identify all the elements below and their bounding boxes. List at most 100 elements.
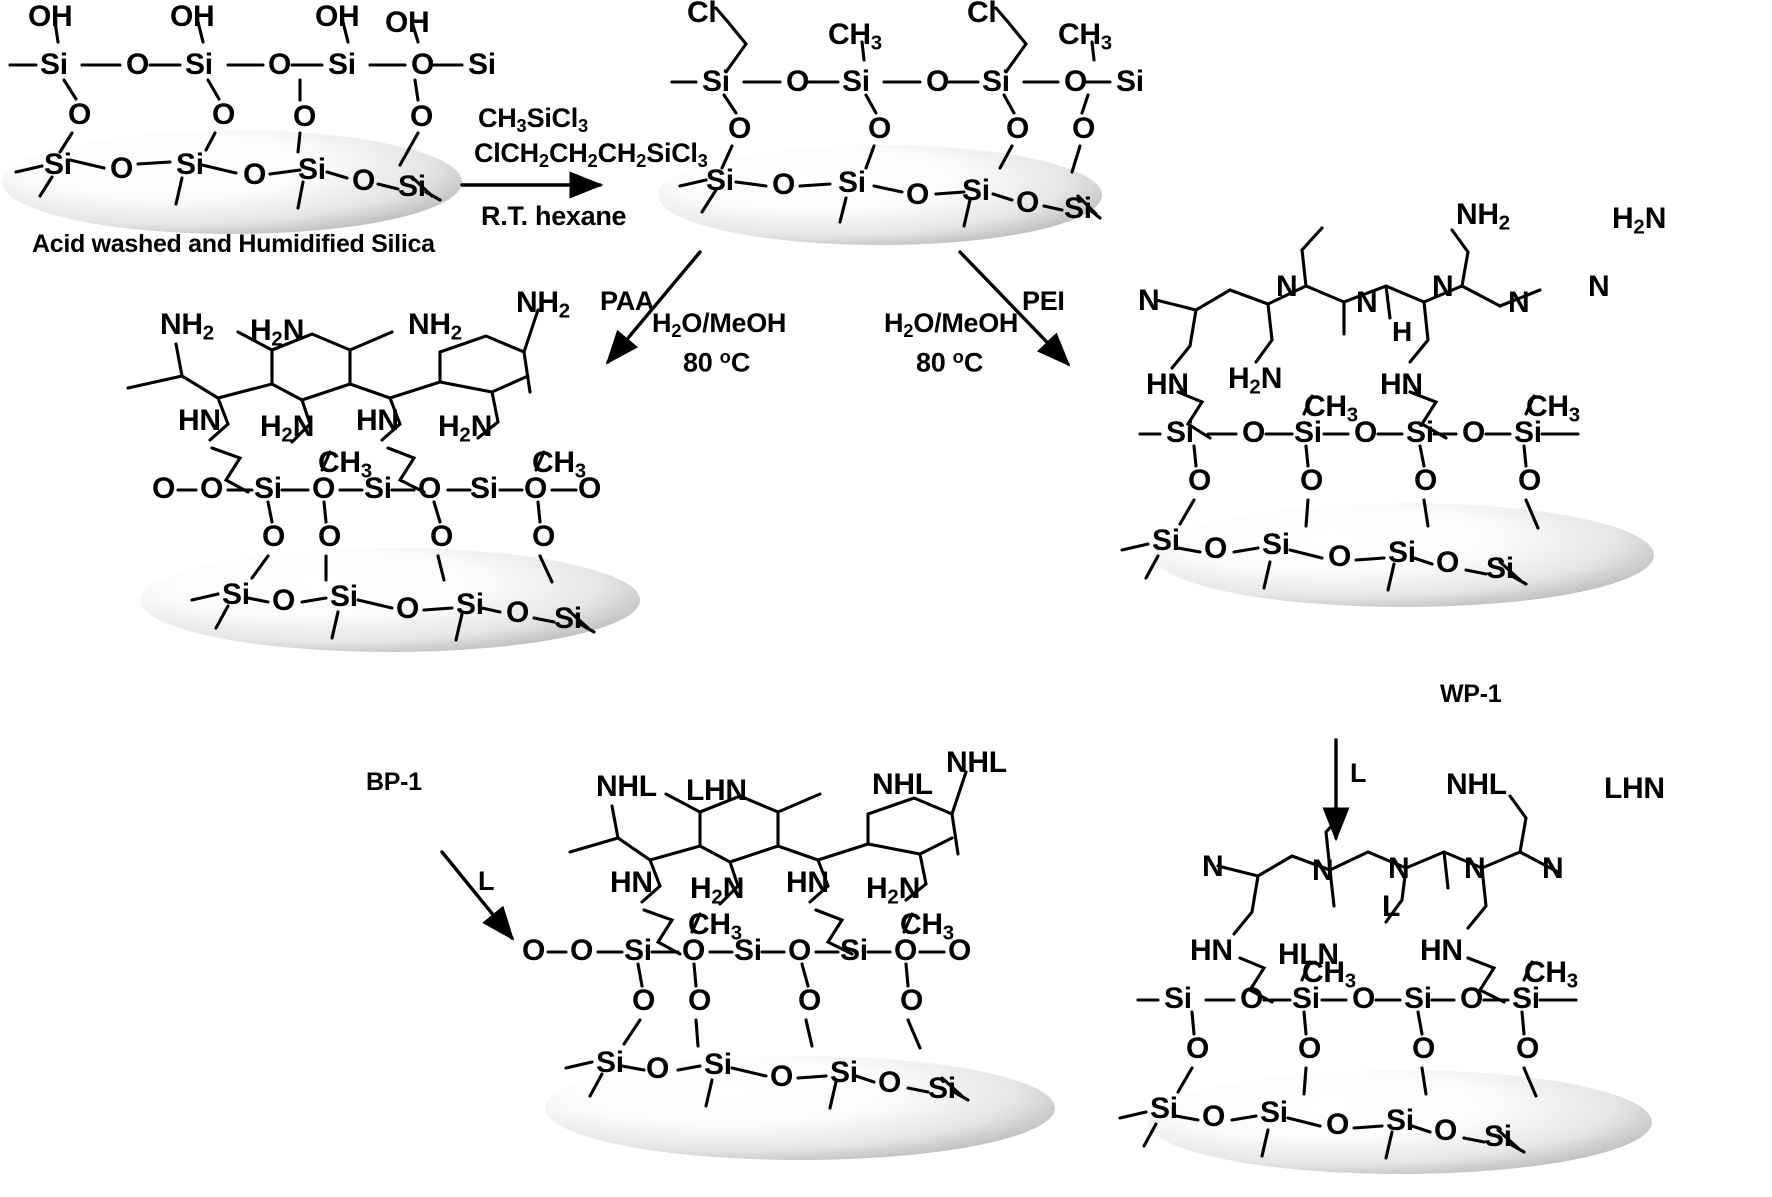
arrow-pei-graphics	[958, 250, 1071, 367]
atom-nhl: NHL	[872, 768, 933, 801]
atom-si: Si	[254, 472, 282, 505]
caption-wp1: WP-1	[1440, 680, 1502, 708]
atom-o: O	[632, 984, 656, 1017]
atom-o: O	[1412, 1032, 1436, 1065]
atom-hn: HN	[610, 866, 653, 899]
caption-bp1: BP-1	[366, 768, 422, 796]
atom-si: Si	[1260, 1096, 1288, 1129]
atom-n: N	[1388, 852, 1410, 885]
atom-o: O	[110, 152, 134, 185]
atom-cl: Cl	[687, 0, 717, 29]
atom-si: Si	[624, 934, 652, 967]
atom-o: O	[524, 472, 548, 505]
atom-hn: HN	[786, 866, 829, 899]
atom-si: Si	[1116, 65, 1144, 98]
atom-si: Si	[554, 602, 582, 635]
atom-o: O	[772, 168, 796, 201]
atom-o: O	[1204, 532, 1228, 565]
atom-o: O	[1072, 112, 1096, 145]
atom-lhn: LHN	[1604, 772, 1665, 805]
atom-ch3: CH3	[688, 908, 743, 945]
atom-o: O	[262, 520, 286, 553]
atom-o: O	[272, 584, 296, 617]
panel-chlorosilane-graphics	[658, 6, 1112, 245]
atom-si: Si	[185, 48, 213, 81]
atom-o: O	[1240, 982, 1264, 1015]
atom-nhl: NHL	[596, 770, 657, 803]
panel-wp1-graphics	[1120, 226, 1654, 607]
atom-si: Si	[840, 934, 868, 967]
atom-si: Si	[364, 472, 392, 505]
panel-bp1-L-graphics	[545, 770, 1055, 1160]
atom-o: O	[1462, 416, 1486, 449]
atom-si: Si	[1164, 982, 1192, 1015]
atom-cl: Cl	[967, 0, 997, 29]
atom-si: Si	[838, 166, 866, 199]
atom-si: Si	[1064, 192, 1092, 225]
atom-o: O	[1436, 546, 1460, 579]
atom-si: Si	[1406, 416, 1434, 449]
panel-bp1-graphics	[126, 308, 640, 652]
atom-o: O	[1298, 1032, 1322, 1065]
atom-oh: OH	[315, 0, 360, 33]
atom-si: Si	[962, 174, 990, 207]
atom-nhl: NHL	[1446, 768, 1507, 801]
reagent-chloropropylsilane: ClCH2CH2CH2SiCl3	[474, 138, 708, 172]
conditions-rt-hexane: R.T. hexane	[481, 201, 627, 231]
atom-o: O	[411, 48, 435, 81]
atom-o: O	[532, 520, 556, 553]
atom-si: Si	[398, 170, 426, 203]
atom-si: Si	[830, 1056, 858, 1089]
atom-o: O	[788, 934, 812, 967]
ligand-label-wp1: L	[1350, 758, 1367, 788]
atom-o: O	[1188, 464, 1212, 497]
atom-ch3: CH3	[318, 446, 373, 483]
atom-o: O	[868, 112, 892, 145]
conditions-pei-solvent: H2O/MeOH	[884, 308, 1019, 342]
panel-start-graphics	[2, 20, 464, 234]
atom-nh2: NH2	[408, 308, 463, 345]
atom-o: O	[268, 48, 292, 81]
atom-o: O	[418, 472, 442, 505]
caption-start-material: Acid washed and Humidified Silica	[32, 230, 435, 258]
atom-o: O	[770, 1060, 794, 1093]
atom-si: Si	[842, 65, 870, 98]
atom-hn: HN	[1380, 368, 1423, 401]
arrow-bp1-ligand-graphics	[440, 850, 515, 941]
atom-oh: OH	[28, 0, 73, 33]
atom-nhl: NHL	[946, 746, 1007, 779]
atom-si: Si	[596, 1046, 624, 1079]
atom-ch3: CH3	[828, 18, 883, 55]
arrow-paa-graphics	[605, 250, 702, 365]
atom-si: Si	[298, 153, 326, 186]
atom-si: Si	[1294, 416, 1322, 449]
atom-n: N	[1588, 270, 1610, 303]
atom-si: Si	[1484, 1120, 1512, 1153]
atom-n: N	[1508, 286, 1530, 319]
atom-h2n: H2N	[690, 872, 745, 909]
atom-si: Si	[702, 65, 730, 98]
atom-o: O	[682, 934, 706, 967]
atom-ch3: CH3	[1304, 390, 1359, 427]
atom-si: Si	[176, 148, 204, 181]
atom-o: O	[68, 98, 92, 131]
atom-si: Si	[44, 148, 72, 181]
atom-n: N	[1138, 284, 1160, 317]
atom-h2n: H2N	[260, 410, 315, 447]
atom-si: Si	[1404, 982, 1432, 1015]
atom-n: N	[1276, 270, 1298, 303]
atom-ch3: CH3	[900, 908, 955, 945]
atom-o: O	[200, 472, 224, 505]
atom-o: O	[243, 158, 267, 191]
atom-h2n: H2N	[1612, 202, 1667, 239]
atom-o: O	[570, 934, 594, 967]
atom-h2n: H2N	[250, 314, 305, 351]
atom-si: Si	[222, 578, 250, 611]
atom-o: O	[1064, 65, 1088, 98]
atom-nh2: NH2	[1456, 198, 1511, 235]
atom-o: O	[646, 1052, 670, 1085]
atom-o: O	[1354, 416, 1378, 449]
reagent-ch3sicl3: CH3SiCl3	[478, 103, 589, 137]
atom-si: Si	[40, 48, 68, 81]
